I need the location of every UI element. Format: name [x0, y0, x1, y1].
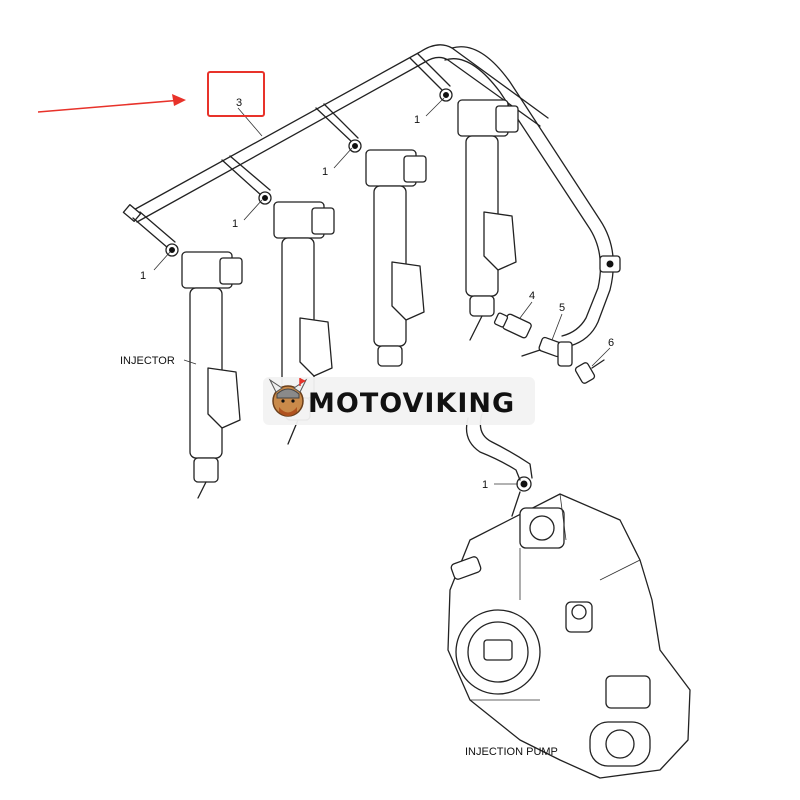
label-injector: INJECTOR [120, 355, 175, 367]
highlight-box [207, 71, 265, 117]
injector-3 [365, 149, 427, 367]
adapter-fitting [493, 312, 532, 339]
label-injection-pump: INJECTION PUMP [465, 746, 558, 758]
highlight-arrow [37, 94, 186, 113]
callout-1-b: 1 [232, 218, 238, 230]
callout-1-e: 1 [482, 479, 488, 491]
return-rail [122, 44, 621, 347]
callout-4: 4 [529, 290, 535, 302]
callout-1-c: 1 [322, 166, 328, 178]
callout-3: 3 [236, 97, 242, 109]
callout-5: 5 [559, 302, 565, 314]
injector-4 [457, 99, 519, 341]
injector-1 [181, 251, 243, 499]
viking-mascot-icon [268, 378, 308, 417]
injection-pump [447, 491, 691, 779]
callout-1-a: 1 [140, 270, 146, 282]
pump-feed-hose [465, 413, 533, 481]
leader-lines [153, 97, 611, 485]
banjo-union [521, 336, 573, 367]
hose-clips [165, 88, 532, 492]
mounting-bolt [574, 359, 605, 384]
callout-6: 6 [608, 337, 614, 349]
callout-1-d: 1 [414, 114, 420, 126]
brand-name: MOTOVIKING [308, 388, 515, 419]
brand-watermark: MOTOVIKING [263, 377, 535, 425]
